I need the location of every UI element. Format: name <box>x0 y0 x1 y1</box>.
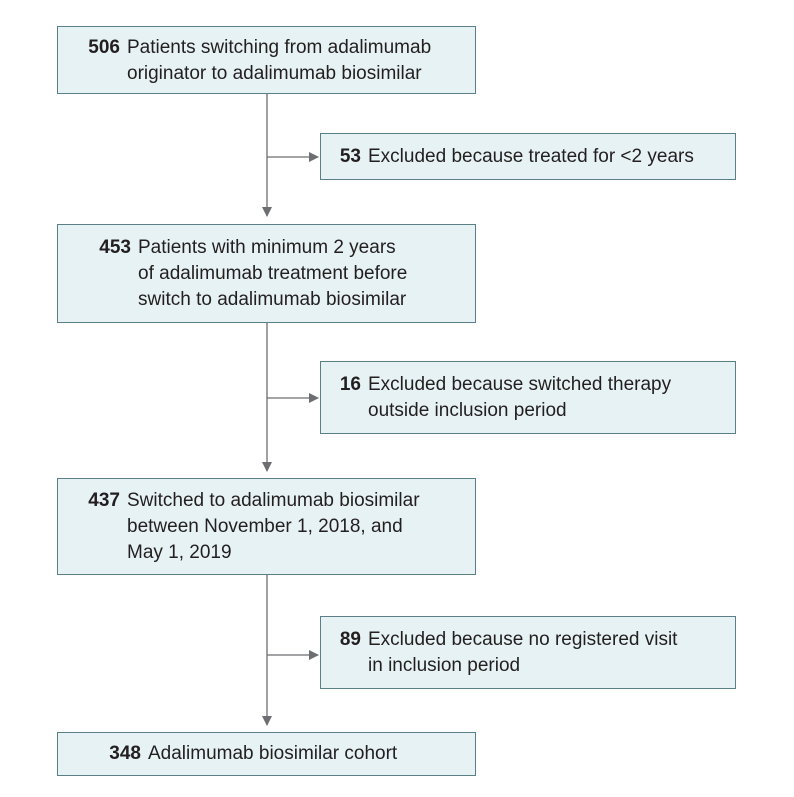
count-excluded-89: 89 <box>339 629 361 650</box>
text-453: Patients with minimum 2 years of adalimu… <box>138 237 408 310</box>
count-excluded-16: 16 <box>339 374 361 395</box>
box-cohort-348: 348 Adalimumab biosimilar cohort <box>57 732 476 776</box>
box-eligible-453: 453 Patients with minimum 2 years of ada… <box>57 224 476 323</box>
count-excluded-53: 53 <box>339 146 361 167</box>
count-348: 348 <box>109 743 141 764</box>
text-506: Patients switching from adalimumab origi… <box>127 37 432 84</box>
box-switched-437: 437 Switched to adalimumab biosimilar be… <box>57 478 476 575</box>
count-453: 453 <box>99 237 131 258</box>
box-excluded-53: 53 Excluded because treated for <2 years <box>320 133 736 180</box>
text-excluded-89: Excluded because no registered visit in … <box>368 629 678 676</box>
box-start-506: 506 Patients switching from adalimumab o… <box>57 26 476 94</box>
text-excluded-16: Excluded because switched therapy outsid… <box>368 374 672 421</box>
box-excluded-16: 16 Excluded because switched therapy out… <box>320 361 736 434</box>
text-excluded-53: Excluded because treated for <2 years <box>368 146 694 167</box>
count-506: 506 <box>88 37 120 58</box>
text-348: Adalimumab biosimilar cohort <box>148 743 398 764</box>
text-437: Switched to adalimumab biosimilar betwee… <box>127 490 420 563</box>
count-437: 437 <box>88 490 120 511</box>
box-excluded-89: 89 Excluded because no registered visit … <box>320 616 736 689</box>
